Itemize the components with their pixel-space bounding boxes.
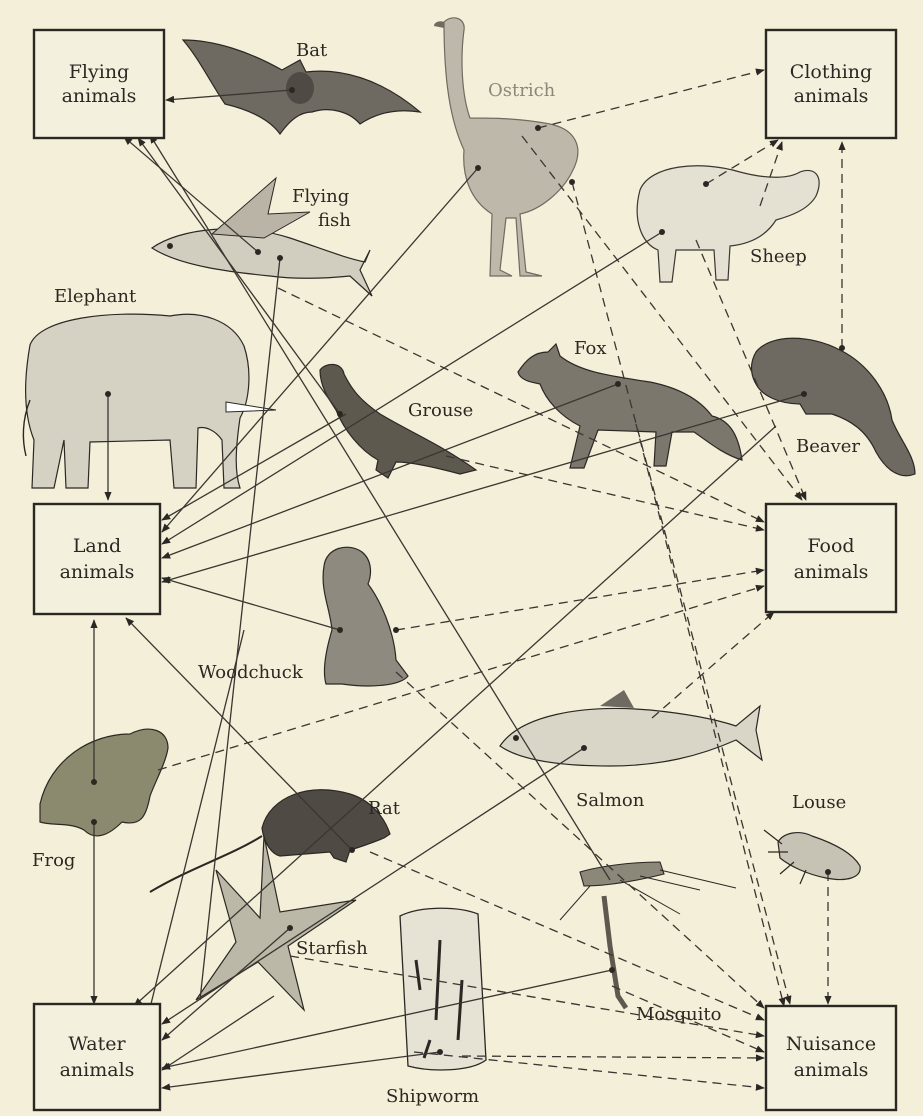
elephant-label: Elephant (54, 286, 137, 307)
land-animals-label-line1: Land (73, 535, 121, 557)
nuisance-animals-label-line2: animals (794, 1059, 869, 1081)
grouse-label: Grouse (408, 400, 473, 421)
ostrich-label: Ostrich (488, 80, 556, 101)
bat-label: Bat (296, 40, 328, 61)
shipworm-illustration (400, 908, 486, 1070)
beaver-label: Beaver (796, 436, 860, 457)
water-animals-label-line2: animals (60, 1059, 135, 1081)
louse-label: Louse (792, 792, 846, 813)
mosquito-label: Mosquito (636, 1004, 721, 1025)
clothing-animals-box: Clothing animals (766, 30, 896, 138)
nuisance-animals-label-line1: Nuisance (786, 1033, 876, 1055)
rat-label: Rat (368, 798, 401, 819)
clothing-animals-label-line1: Clothing (790, 61, 872, 83)
sheep-label: Sheep (750, 246, 807, 267)
flying-fish-label-line1: Flying (292, 186, 349, 207)
land-animals-box: Land animals (34, 504, 160, 614)
fox-label: Fox (574, 338, 607, 359)
flying-animals-label-line1: Flying (69, 61, 129, 83)
clothing-animals-label-line2: animals (794, 85, 869, 107)
salmon-label: Salmon (576, 790, 645, 811)
water-animals-label-line1: Water (68, 1033, 126, 1055)
woodchuck-label: Woodchuck (198, 662, 304, 683)
flying-fish-label-line2: fish (318, 210, 351, 231)
land-animals-label-line2: animals (60, 561, 135, 583)
flying-animals-label-line2: animals (62, 85, 137, 107)
food-animals-label-line1: Food (807, 535, 854, 557)
food-animals-box: Food animals (766, 504, 896, 612)
starfish-label: Starfish (296, 938, 368, 959)
water-animals-box: Water animals (34, 1004, 160, 1110)
food-animals-label-line2: animals (794, 561, 869, 583)
nuisance-animals-box: Nuisance animals (766, 1006, 896, 1110)
flying-animals-box: Flying animals (34, 30, 164, 138)
shipworm-label: Shipworm (386, 1086, 479, 1107)
frog-label: Frog (32, 850, 75, 871)
